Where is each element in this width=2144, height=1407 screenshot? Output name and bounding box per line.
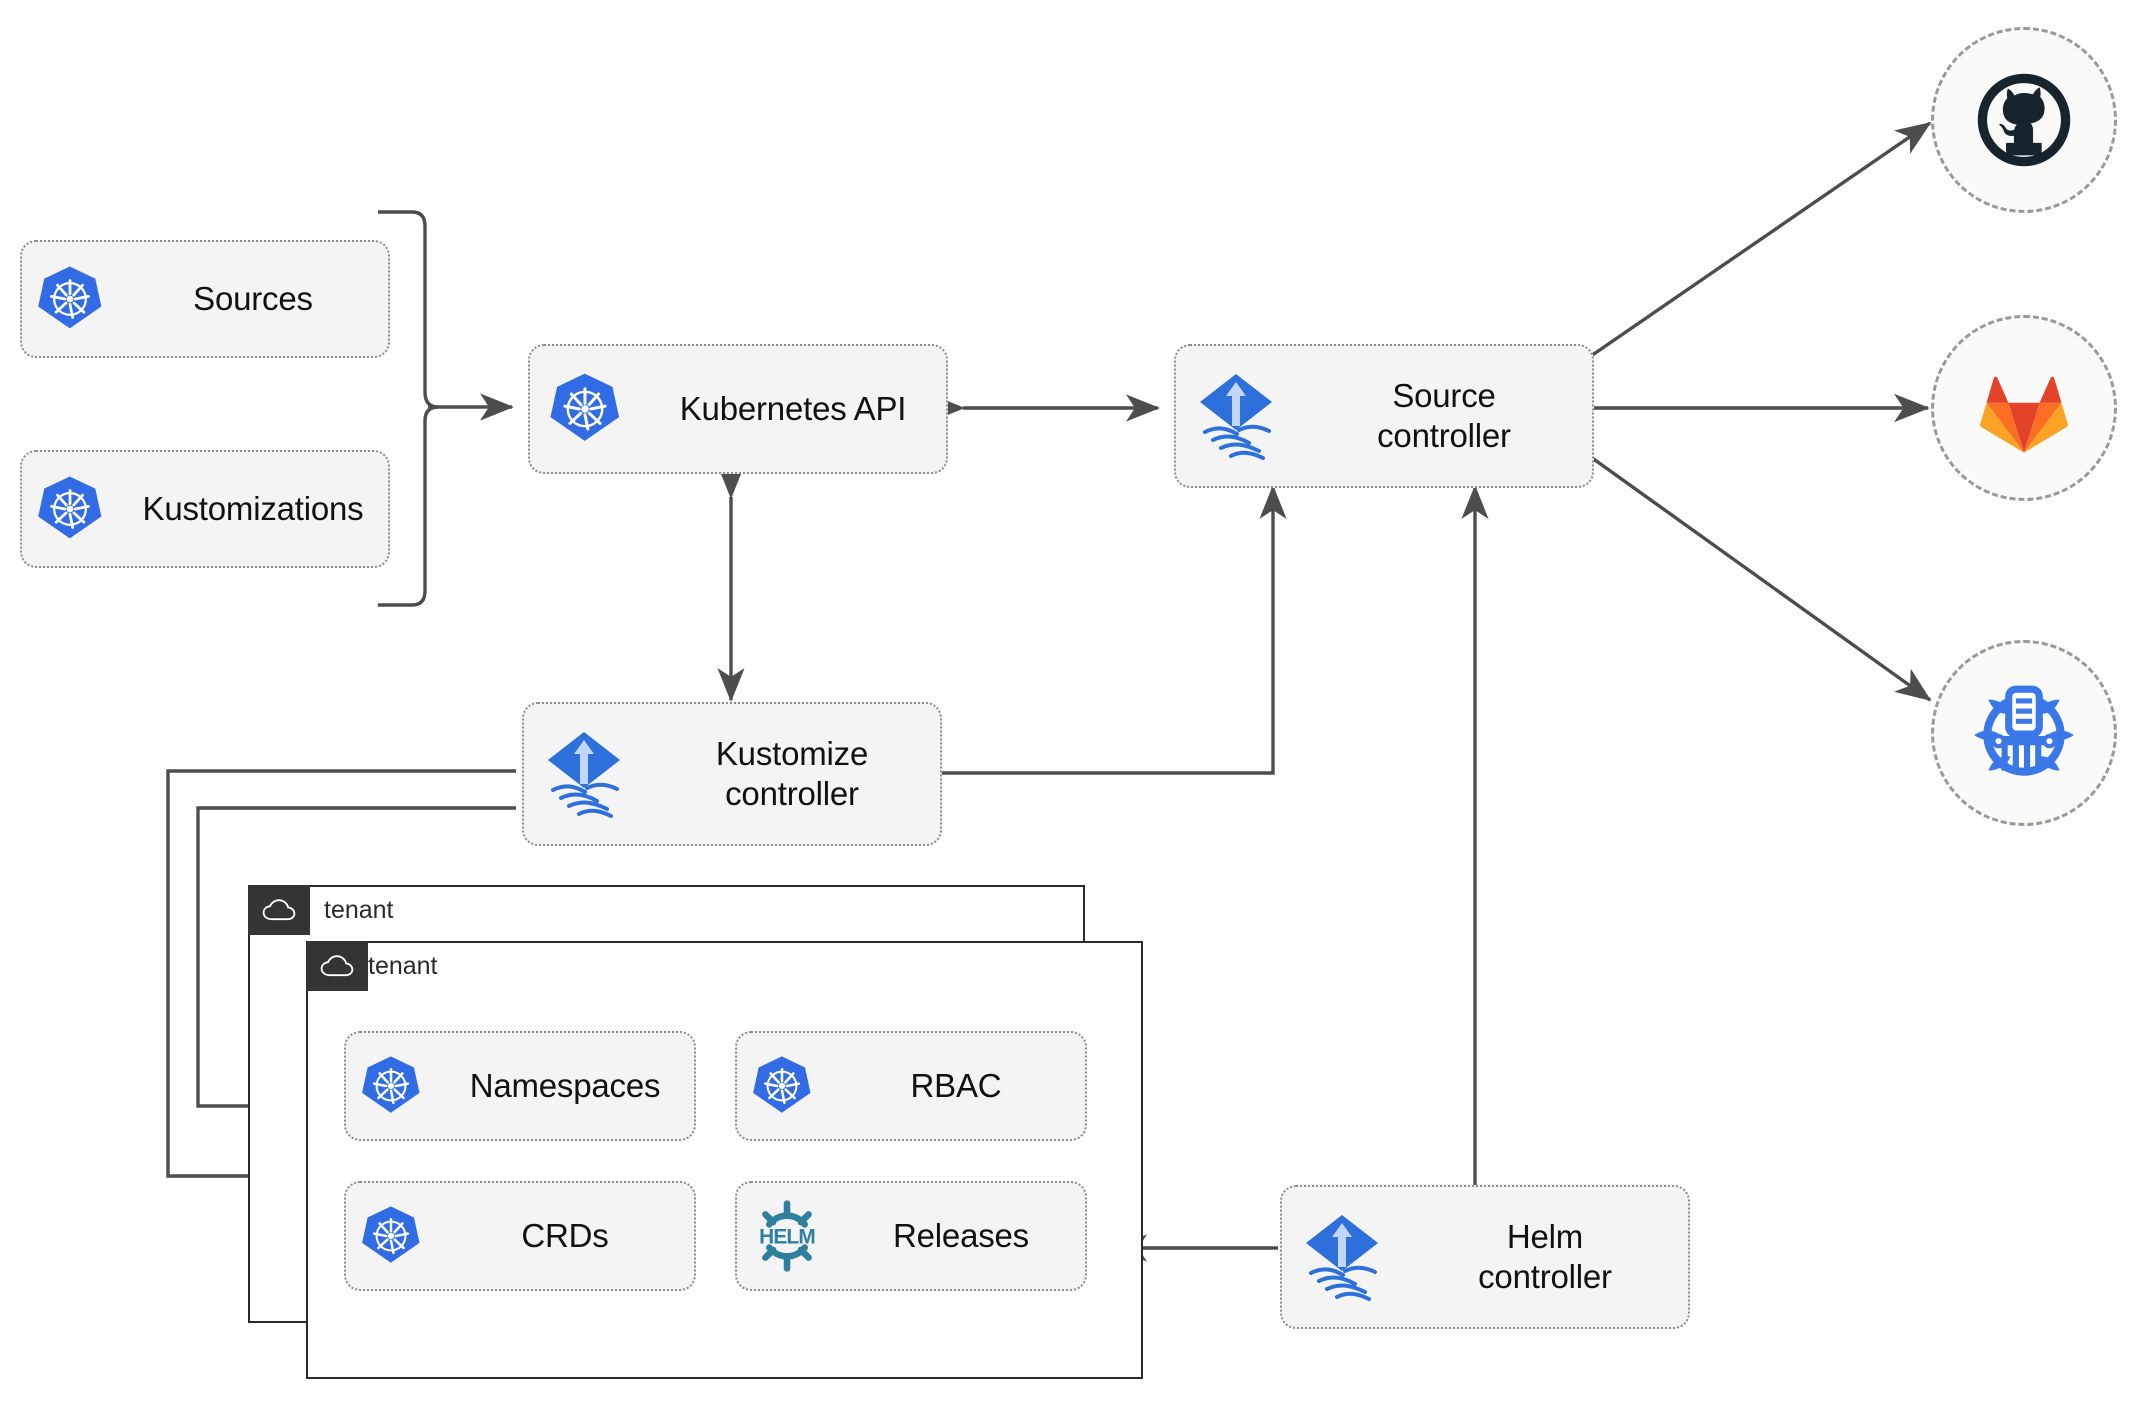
flux-icon bbox=[1176, 368, 1296, 464]
svg-text:HELM: HELM bbox=[759, 1226, 815, 1249]
provider-helm-repository[interactable] bbox=[1931, 640, 2117, 826]
tenant-resource-releases[interactable]: HELM Releases bbox=[735, 1181, 1087, 1291]
edge-source-to-helm-repository bbox=[1587, 453, 1932, 702]
cloud-icon bbox=[320, 955, 354, 977]
tenant-front-tab bbox=[306, 941, 368, 991]
tenant-front-title: tenant bbox=[368, 952, 438, 980]
kubernetes-icon bbox=[22, 474, 118, 544]
edge-kustomize-to-source bbox=[941, 484, 1287, 775]
kubernetes-icon bbox=[530, 371, 640, 447]
node-label-source-controller: Source controller bbox=[1377, 376, 1511, 454]
helm-icon: HELM bbox=[737, 1199, 837, 1273]
node-kubernetes-api[interactable]: Kubernetes API bbox=[528, 344, 948, 474]
node-helm-controller[interactable]: Helm controller bbox=[1280, 1185, 1690, 1329]
node-label-kustomize-controller: Kustomize controller bbox=[715, 734, 869, 812]
provider-github[interactable] bbox=[1931, 27, 2117, 213]
node-source-controller[interactable]: Source controller bbox=[1174, 344, 1594, 488]
provider-gitlab[interactable] bbox=[1931, 315, 2117, 501]
tenant-resource-label-rbac: RBAC bbox=[910, 1066, 1002, 1104]
flux-icon bbox=[524, 726, 644, 822]
tenant-resource-rbac[interactable]: RBAC bbox=[735, 1031, 1087, 1141]
cloud-icon bbox=[262, 899, 296, 921]
node-label-helm-controller: Helm controller bbox=[1478, 1217, 1612, 1295]
helm-repository-icon bbox=[1974, 685, 2074, 776]
kubernetes-icon bbox=[346, 1054, 436, 1118]
github-icon bbox=[1977, 73, 2071, 167]
gitlab-icon bbox=[1980, 376, 2068, 453]
tenant-back-tab bbox=[248, 885, 310, 935]
tenant-resource-label-crds: CRDs bbox=[521, 1216, 609, 1254]
tenant-back-title: tenant bbox=[324, 896, 394, 924]
resource-card-sources[interactable]: Sources bbox=[20, 240, 390, 358]
kubernetes-icon bbox=[22, 264, 118, 334]
tenant-container-front bbox=[306, 941, 1143, 1379]
tenant-resource-label-namespaces: Namespaces bbox=[469, 1066, 661, 1104]
resource-label-sources: Sources bbox=[193, 279, 313, 317]
kubernetes-icon bbox=[737, 1054, 827, 1118]
node-label-kubernetes-api: Kubernetes API bbox=[679, 389, 907, 427]
edge-source-to-github bbox=[1587, 121, 1932, 360]
tenant-resource-label-releases: Releases bbox=[893, 1216, 1029, 1254]
tenant-resource-namespaces[interactable]: Namespaces bbox=[344, 1031, 696, 1141]
flux-icon bbox=[1282, 1209, 1402, 1305]
resource-label-kustomizations: Kustomizations bbox=[142, 489, 364, 527]
node-kustomize-controller[interactable]: Kustomize controller bbox=[522, 702, 942, 846]
kubernetes-icon bbox=[346, 1204, 436, 1268]
resource-card-kustomizations[interactable]: Kustomizations bbox=[20, 450, 390, 568]
tenant-resource-crds[interactable]: CRDs bbox=[344, 1181, 696, 1291]
